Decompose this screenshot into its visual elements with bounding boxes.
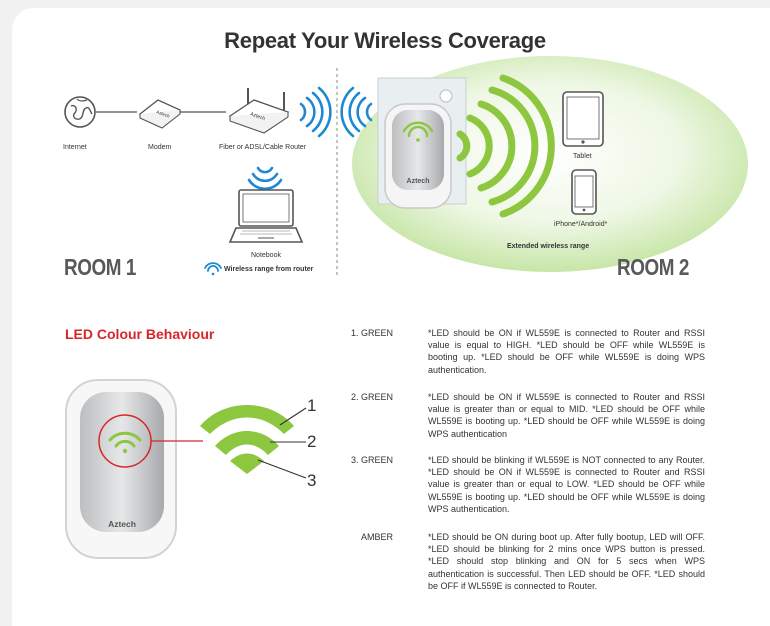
wifi-waves-notebook	[247, 166, 283, 190]
signal-bar-2	[215, 431, 279, 455]
led-item-description: *LED should be ON if WL559E is connected…	[428, 328, 705, 375]
wifi-legend-icon	[204, 262, 222, 276]
signal-bars	[200, 405, 294, 474]
led-section-heading: LED Colour Behaviour	[65, 326, 215, 342]
internet-label: Internet	[63, 144, 87, 151]
led-item-label: 3. GREEN	[350, 455, 393, 465]
modem-brand: Aztech	[156, 109, 171, 119]
callout-number-3: 3	[307, 471, 317, 490]
room-2-label: ROOM 2	[617, 254, 689, 280]
led-item-label: 2. GREEN	[350, 392, 393, 402]
room-1-label: ROOM 1	[64, 254, 136, 280]
notebook-icon	[228, 189, 304, 243]
router-range-legend: Wireless range from router	[224, 266, 314, 273]
extended-range-label: Extended wireless range	[507, 243, 590, 250]
led-item-description: *LED should be ON if WL559E is connected…	[428, 392, 705, 439]
signal-bar-3	[230, 453, 264, 474]
notebook-label: Notebook	[251, 252, 281, 259]
tablet-label: Tablet	[573, 153, 592, 160]
globe-icon	[64, 96, 96, 128]
modem-label: Modem	[148, 144, 172, 151]
signal-bar-1	[200, 405, 294, 434]
tablet-icon	[562, 91, 604, 147]
led-device-brand: Aztech	[108, 519, 136, 529]
router-icon: Aztech	[228, 88, 290, 134]
wifi-waves-incoming	[340, 86, 373, 138]
extender-brand: Aztech	[407, 178, 430, 185]
phone-label: iPhone*/Android*	[554, 221, 608, 228]
router-label: Fiber or ADSL/Cable Router	[219, 144, 307, 151]
led-device-illustration: Aztech	[65, 379, 203, 559]
led-item-label: AMBER	[360, 532, 393, 542]
router-brand: Aztech	[249, 111, 266, 122]
page-title: Repeat Your Wireless Coverage	[224, 28, 546, 53]
led-wifi-icon	[108, 431, 142, 454]
callout-number-1: 1	[307, 396, 317, 415]
led-wifi-icon	[402, 121, 434, 142]
phone-icon	[571, 169, 597, 215]
wifi-waves-router	[299, 86, 332, 138]
extender-device: Aztech	[384, 103, 452, 209]
wifi-waves-extended	[456, 74, 555, 218]
callout-lines	[257, 407, 307, 479]
modem-icon: Aztech	[138, 99, 182, 129]
led-item-description: *LED should be blinking if WL559E is NOT…	[428, 455, 705, 514]
led-item-label: 1. GREEN	[350, 328, 393, 338]
socket-switch	[439, 89, 453, 103]
led-item-description: *LED should be ON during boot up. After …	[428, 532, 705, 591]
callout-number-2: 2	[307, 432, 317, 451]
